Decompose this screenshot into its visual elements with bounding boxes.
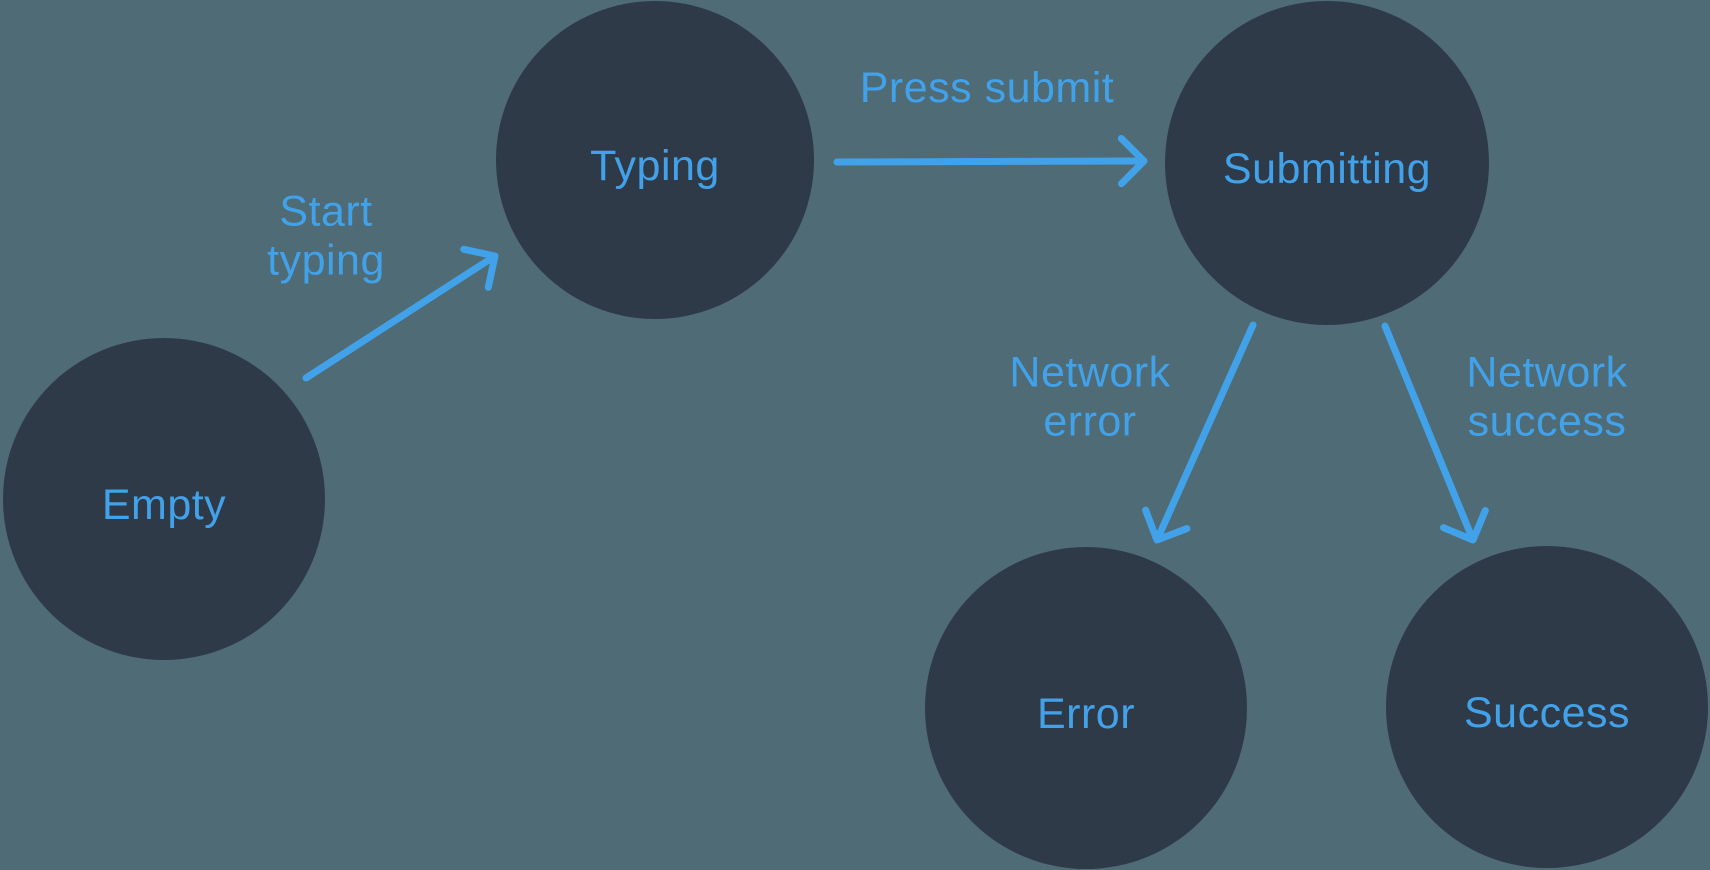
edge-arrowhead-network-success bbox=[1439, 506, 1489, 544]
state-circle-typing bbox=[496, 1, 814, 319]
edge-line-network-success bbox=[1381, 322, 1475, 539]
edge-label-line: typing bbox=[267, 237, 385, 285]
edge-line-press-submit bbox=[833, 157, 1143, 166]
edge-label-line: Start bbox=[279, 188, 372, 236]
edge-label-line: error bbox=[1043, 398, 1136, 446]
edge-label-line: Network bbox=[1009, 349, 1170, 397]
edge-label-line: Press submit bbox=[860, 64, 1115, 112]
edge-arrowhead-press-submit bbox=[1117, 134, 1148, 188]
state-label-submitting: Submitting bbox=[1223, 145, 1431, 193]
state-circle-error bbox=[925, 547, 1247, 869]
edge-line-start-typing bbox=[302, 255, 495, 382]
edge-label-press-submit: Press submit bbox=[860, 64, 1115, 112]
state-label-error: Error bbox=[1037, 690, 1135, 738]
edge-arrowhead-start-typing bbox=[460, 245, 499, 291]
edge-line-network-error bbox=[1155, 321, 1257, 539]
state-circle-empty bbox=[3, 338, 325, 660]
state-label-success: Success bbox=[1464, 689, 1630, 737]
edge-arrowhead-network-error bbox=[1142, 506, 1191, 544]
state-label-typing: Typing bbox=[590, 142, 720, 190]
edge-label-line: success bbox=[1468, 398, 1627, 446]
state-circle-success bbox=[1386, 546, 1708, 868]
edge-label-line: Network bbox=[1466, 349, 1627, 397]
state-circle-submitting bbox=[1165, 1, 1489, 325]
state-label-empty: Empty bbox=[102, 481, 226, 529]
